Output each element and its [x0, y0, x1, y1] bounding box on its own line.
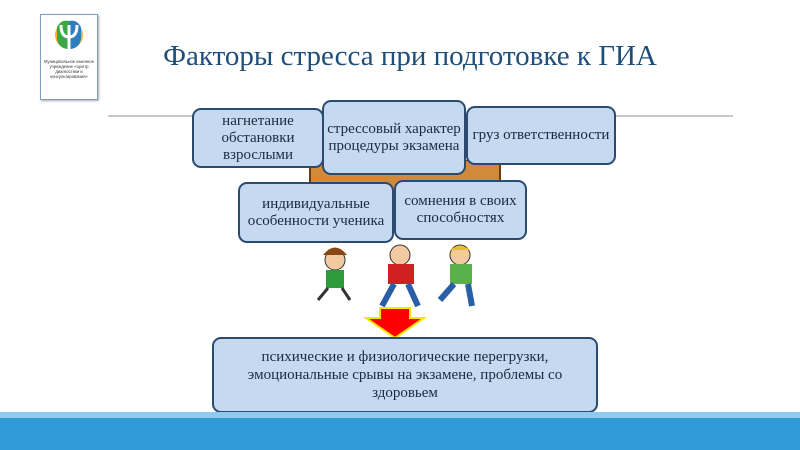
factor-box-procedure: стрессовый характер процедуры экзамена [322, 100, 466, 175]
footer-bar [0, 418, 800, 450]
factor-box-doubts: сомнения в своих способностях [394, 180, 527, 240]
logo-text: Муниципальное казенное учреждение «Центр… [43, 59, 95, 79]
factor-box-individual: индивидуальные особенности ученика [238, 182, 394, 243]
arrow-down-icon [362, 307, 428, 340]
factor-box-pressure: нагнетание обстановки взрослыми [192, 108, 324, 168]
footer-bar-highlight [0, 412, 800, 418]
result-box: психические и физиологические перегрузки… [212, 337, 598, 413]
logo: Муниципальное казенное учреждение «Центр… [40, 14, 98, 100]
factor-box-responsibility: груз ответственности [466, 106, 616, 165]
psi-logo-icon [55, 20, 83, 49]
slide-title: Факторы стресса при подготовке к ГИА [163, 40, 657, 72]
